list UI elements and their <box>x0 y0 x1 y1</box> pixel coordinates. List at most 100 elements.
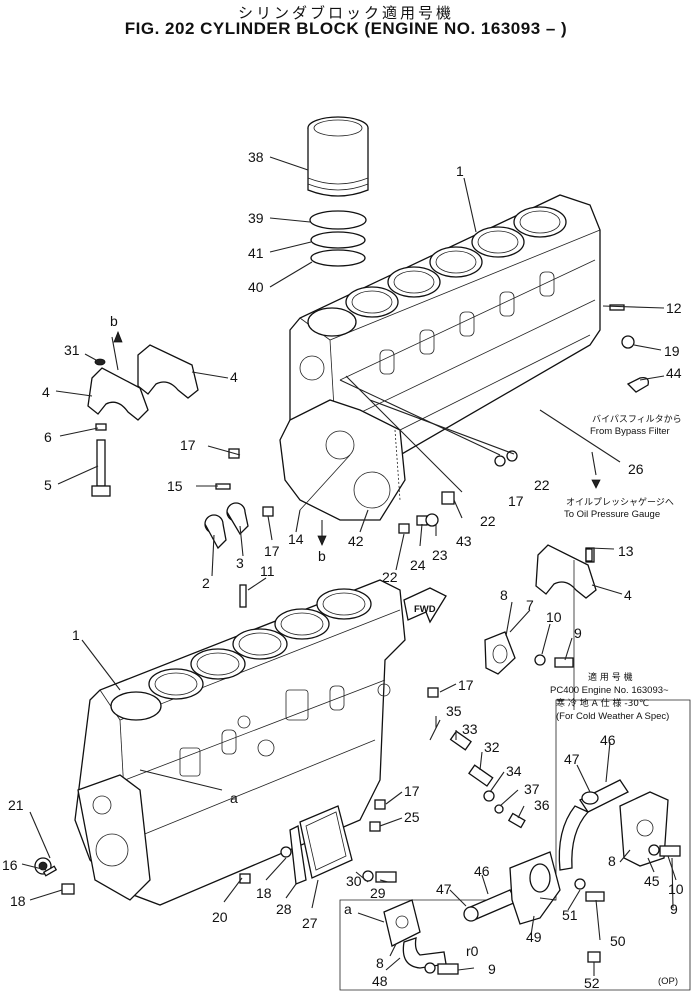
bearing-cap-bolt <box>91 439 111 497</box>
label-a-block: a <box>230 790 238 806</box>
callout-6: 6 <box>44 429 52 445</box>
callout-25: 25 <box>404 809 420 825</box>
callout-13: 13 <box>618 543 634 559</box>
callout-50: 50 <box>610 933 626 949</box>
oil-gauge-note-jp: オイルプレッシャゲージへ <box>566 496 674 508</box>
op-mark: (OP) <box>658 976 678 987</box>
callout-18-a: 18 <box>10 893 26 909</box>
callout-34: 34 <box>506 763 522 779</box>
label-r0: r0 <box>466 943 479 959</box>
callout-37: 37 <box>524 781 540 797</box>
upper-side-ports <box>379 271 555 375</box>
spec-engine-range: PC400 Engine No. 163093~ <box>550 685 669 696</box>
callout-17-b: 17 <box>180 437 196 453</box>
callout-32: 32 <box>484 739 500 755</box>
lower-fasteners <box>34 654 574 895</box>
callout-2: 2 <box>202 575 210 591</box>
callout-4-right: 4 <box>230 369 238 385</box>
notes: バイパスフィルタから From Bypass Filter オイルプレッシャゲー… <box>550 414 682 987</box>
liner-ring-40 <box>310 249 366 267</box>
callout-35: 35 <box>446 703 462 719</box>
callout-17-c: 17 <box>264 543 280 559</box>
lower-cylinder-block <box>74 579 406 906</box>
callout-12: 12 <box>666 300 682 316</box>
callout-5: 5 <box>44 477 52 493</box>
callout-28: 28 <box>276 901 292 917</box>
upper-bores <box>307 206 567 337</box>
title-japanese: シリンダブロック適用号機 <box>237 4 454 22</box>
main-bearing-cap-left <box>87 358 149 431</box>
callout-48: 48 <box>372 973 388 989</box>
callout-49: 49 <box>526 929 542 945</box>
main-bearing-cap-right <box>137 344 199 399</box>
callout-46-lower: 46 <box>474 863 490 879</box>
callout-29: 29 <box>370 885 386 901</box>
callout-39: 39 <box>248 210 264 226</box>
callout-26: 26 <box>628 461 644 477</box>
bypass-note-jp: バイパスフィルタから <box>592 414 682 425</box>
lower-bores <box>110 588 372 721</box>
callout-52: 52 <box>584 975 600 991</box>
callout-8-b: 8 <box>608 853 616 869</box>
callout-22-a: 22 <box>534 477 550 493</box>
callout-9-c: 9 <box>488 961 496 977</box>
label-b-upper: b <box>110 313 118 329</box>
camshaft-bushings <box>204 502 249 550</box>
callout-3: 3 <box>236 555 244 571</box>
callout-8-a: 8 <box>500 587 508 603</box>
callout-44: 44 <box>666 365 682 381</box>
direction-arrows <box>113 330 601 546</box>
label-b-lower: b <box>318 548 326 564</box>
side-cover-upper <box>484 631 516 675</box>
side-cover-lower <box>289 805 353 885</box>
callout-46-upper: 46 <box>600 732 616 748</box>
upper-cylinder-block <box>279 194 601 521</box>
callout-17-a: 17 <box>508 493 524 509</box>
callout-40: 40 <box>248 279 264 295</box>
callout-45: 45 <box>644 873 660 889</box>
callout-labels: 38 39 41 40 1 12 19 44 26 22 17 22 43 23… <box>2 149 684 991</box>
callout-1-lower: 1 <box>72 627 80 643</box>
callout-42: 42 <box>348 533 364 549</box>
callout-17-e: 17 <box>404 783 420 799</box>
callout-22-b: 22 <box>480 513 496 529</box>
callout-47-lower: 47 <box>436 881 452 897</box>
label-a-kit: a <box>344 901 352 917</box>
spec-cold-jp: 寒 冷 地 A 仕 様 -30℃ <box>556 697 649 709</box>
callout-10-a: 10 <box>546 609 562 625</box>
callout-30: 30 <box>346 873 362 889</box>
callout-16: 16 <box>2 857 18 873</box>
liner-ring-39 <box>309 210 367 230</box>
callout-27: 27 <box>302 915 318 931</box>
callout-20: 20 <box>212 909 228 925</box>
callout-4-rear: 4 <box>624 587 632 603</box>
leader-lines <box>21 156 677 976</box>
fwd-arrow: FWD <box>403 587 447 624</box>
callout-4-left: 4 <box>42 384 50 400</box>
optional-kit-box <box>339 560 691 991</box>
callout-36: 36 <box>534 797 550 813</box>
fwd-label: FWD <box>414 604 436 615</box>
callout-11: 11 <box>260 563 275 579</box>
callout-51: 51 <box>562 907 578 923</box>
callout-1-upper: 1 <box>456 163 464 179</box>
spec-cold-en: (For Cold Weather A Spec) <box>556 711 669 722</box>
callout-24: 24 <box>410 557 426 573</box>
callout-21: 21 <box>8 797 24 813</box>
callout-7: 7 <box>526 597 534 613</box>
callout-31: 31 <box>64 342 80 358</box>
callout-19: 19 <box>664 343 680 359</box>
callout-18-b: 18 <box>256 885 272 901</box>
liner-ring-41 <box>310 231 366 249</box>
callout-15: 15 <box>167 478 183 494</box>
callout-22-c: 22 <box>382 569 398 585</box>
oil-gauge-note: To Oil Pressure Gauge <box>564 509 660 520</box>
spec-heading-jp: 適 用 号 機 <box>588 671 633 683</box>
callout-23: 23 <box>432 547 448 563</box>
bypass-note: From Bypass Filter <box>590 426 670 437</box>
figure-title: FIG. 202 CYLINDER BLOCK (ENGINE NO. 1630… <box>124 19 568 38</box>
callout-47-upper: 47 <box>564 751 580 767</box>
callout-33: 33 <box>462 721 478 737</box>
callout-38: 38 <box>248 149 264 165</box>
